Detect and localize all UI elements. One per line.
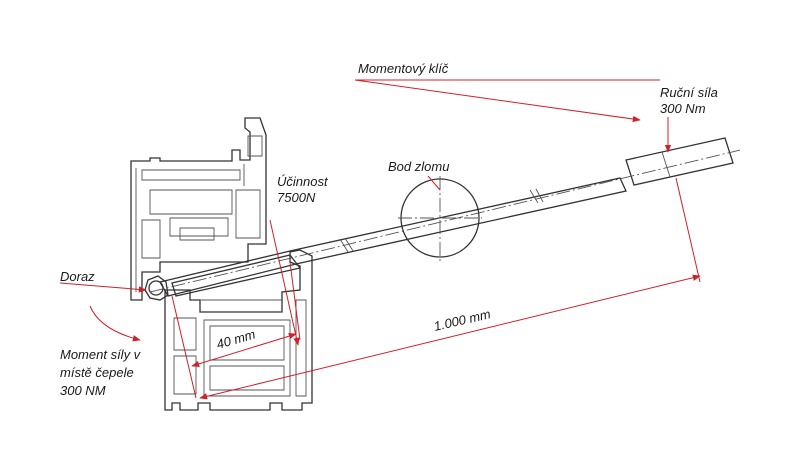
label-efficiency-line1: Účinnost [277,174,329,189]
label-hand-force-line1: Ruční síla [660,85,718,100]
leader-lines [59,79,672,346]
dimension-lines [171,177,701,400]
label-moment-line1: Moment síly v [60,347,142,362]
break-point-marker [398,176,482,262]
label-efficiency-line2: 7500N [277,190,316,205]
label-torque-wrench: Momentový klíč [358,61,449,76]
frame-profile [130,117,267,301]
dimension-long-label: 1.000 mm [432,306,492,334]
label-moment-line3: 300 NM [60,383,106,398]
label-hand-force-line2: 300 Nm [660,101,706,116]
label-moment-line2: místě čepele [60,365,134,380]
label-break-point: Bod zlomu [388,159,449,174]
torque-wrench [144,137,741,301]
label-stop: Doraz [60,269,95,284]
